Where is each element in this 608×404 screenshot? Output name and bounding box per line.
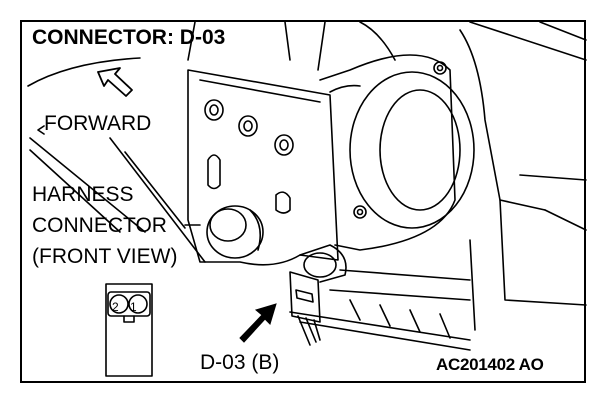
floor-rail bbox=[339, 269, 471, 281]
pin-1-circle bbox=[128, 294, 148, 314]
forward-label: FORWARD bbox=[44, 112, 152, 135]
harness-label-line-1: HARNESS bbox=[32, 183, 134, 206]
upper-frame-line bbox=[317, 21, 326, 71]
floor-rail bbox=[329, 289, 471, 301]
mount-bracket-edge bbox=[199, 79, 321, 103]
figure-code: AC201402 AO bbox=[436, 355, 544, 374]
bracket-hole bbox=[238, 115, 258, 137]
housing-screw bbox=[433, 61, 447, 75]
connector-id-label: D-03 (B) bbox=[200, 351, 280, 374]
actuator-cover-inner bbox=[379, 89, 461, 211]
right-panel bbox=[469, 239, 476, 331]
housing-screw bbox=[436, 64, 444, 72]
floor-rail bbox=[299, 321, 471, 351]
bracket-slot bbox=[275, 191, 291, 214]
upper-frame-line bbox=[187, 21, 196, 61]
connector-d03-body bbox=[289, 271, 321, 323]
housing-screw bbox=[353, 205, 367, 219]
upper-frame-line bbox=[284, 21, 291, 61]
pointer-arrow-icon bbox=[239, 303, 277, 343]
actuator-housing bbox=[319, 54, 456, 251]
floor-rail bbox=[349, 299, 451, 339]
body-panel-line bbox=[109, 137, 206, 263]
mounting-knob-side bbox=[249, 209, 261, 251]
connector-collar bbox=[303, 252, 337, 278]
front-view-connector bbox=[107, 291, 151, 317]
mounting-knob-face bbox=[209, 208, 247, 242]
harness-label-line-3: (FRONT VIEW) bbox=[32, 245, 178, 268]
mount-bracket bbox=[187, 69, 339, 266]
bracket-hole bbox=[279, 139, 289, 151]
housing-screw bbox=[356, 208, 364, 216]
pin-2-circle bbox=[109, 294, 129, 314]
mounting-knob bbox=[206, 205, 264, 259]
right-panel bbox=[519, 174, 587, 181]
connector-lock-tab bbox=[123, 315, 135, 323]
bracket-hole bbox=[209, 104, 219, 116]
actuator-housing-rim bbox=[329, 84, 361, 93]
bracket-hole bbox=[243, 120, 253, 132]
bracket-hole bbox=[274, 134, 294, 156]
pin-1-number: 1 bbox=[130, 300, 137, 314]
forward-arrow-icon bbox=[97, 67, 133, 97]
right-panel bbox=[544, 209, 587, 231]
body-panel-line bbox=[124, 151, 186, 229]
right-panel bbox=[539, 21, 587, 41]
right-panel bbox=[499, 199, 587, 306]
body-panel-curve bbox=[27, 57, 141, 87]
forward-leader bbox=[37, 125, 45, 135]
connector-shaft bbox=[299, 244, 347, 283]
harness-label-line-2: CONNECTOR bbox=[32, 214, 167, 237]
bracket-slot bbox=[207, 154, 221, 190]
connector-d03-latch bbox=[295, 289, 314, 303]
upper-frame-line bbox=[359, 21, 396, 61]
body-panel-line bbox=[29, 137, 146, 233]
right-panel bbox=[469, 21, 587, 61]
right-panel bbox=[459, 29, 546, 211]
page-title: CONNECTOR: D-03 bbox=[32, 26, 226, 49]
actuator-cover bbox=[349, 71, 475, 229]
body-panel-line bbox=[29, 149, 121, 233]
pin-2-number: 2 bbox=[112, 300, 119, 314]
front-view-box bbox=[105, 283, 153, 377]
connector-d03-wire bbox=[297, 315, 321, 346]
bracket-hole bbox=[204, 99, 224, 121]
